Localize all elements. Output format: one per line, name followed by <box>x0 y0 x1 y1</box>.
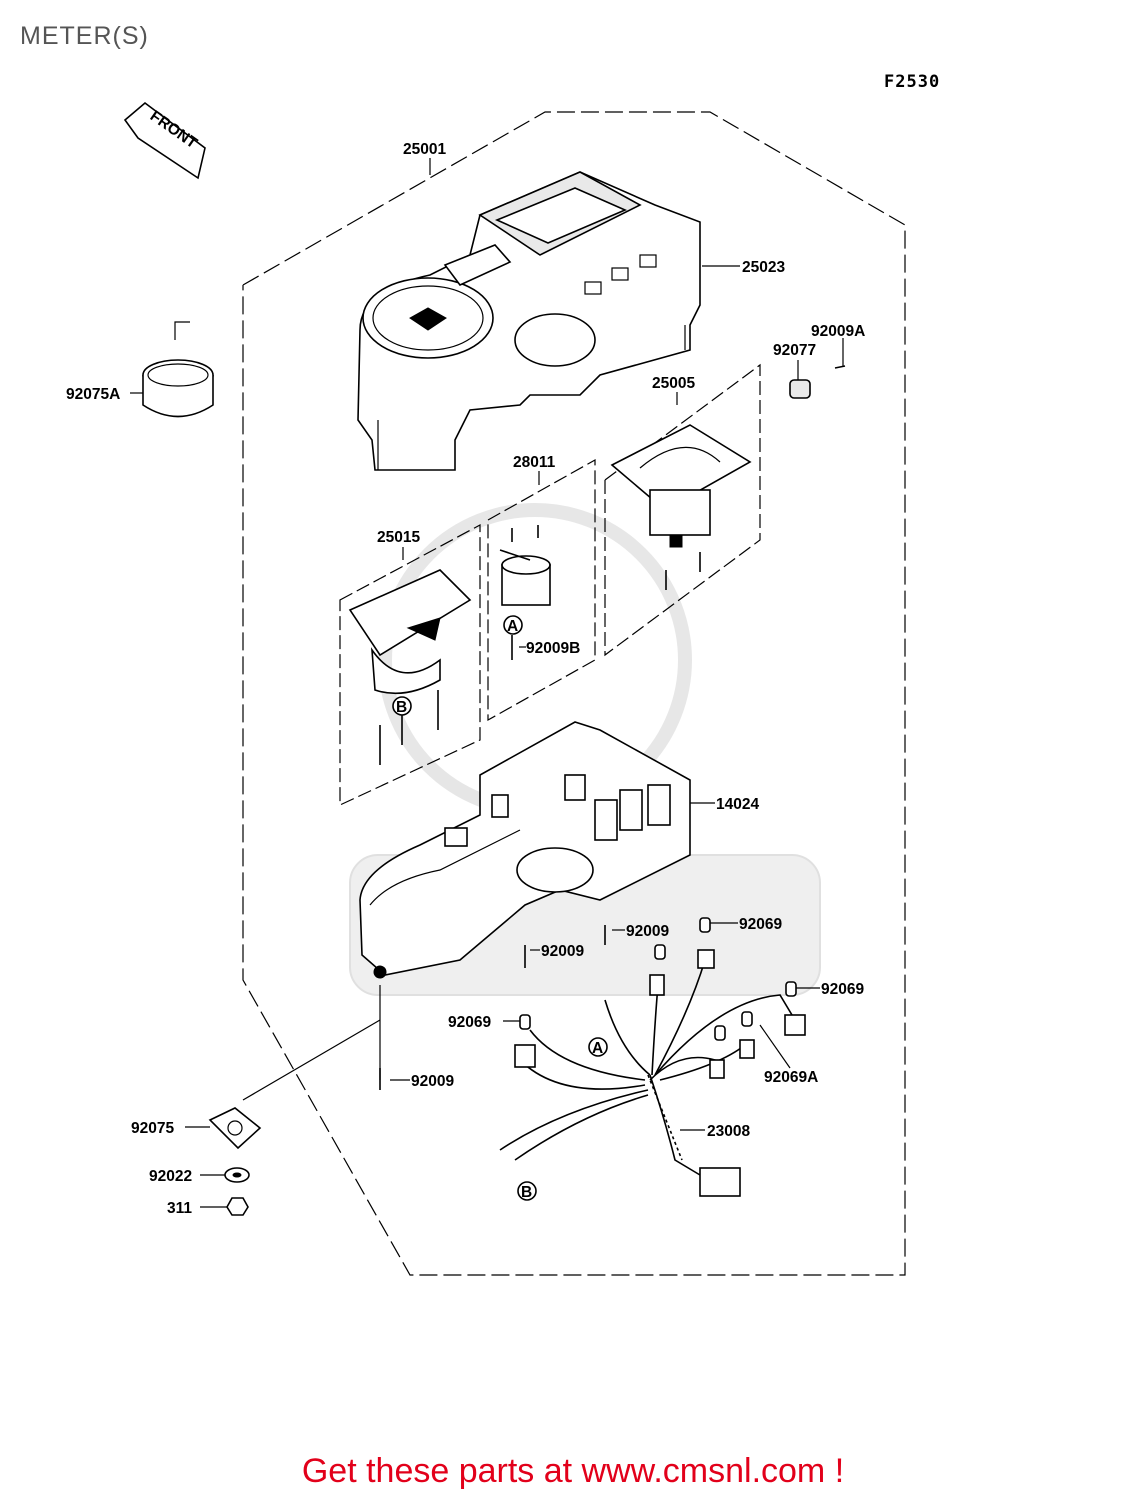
label-14024[interactable]: 14024 <box>716 796 759 813</box>
label-92069A[interactable]: 92069A <box>764 1069 818 1086</box>
svg-text:B: B <box>521 1184 532 1201</box>
part-92075-grommet <box>208 1019 381 1150</box>
label-92009-b[interactable]: 92009 <box>541 943 584 960</box>
meter-unit-25015 <box>339 523 481 806</box>
label-92009-c[interactable]: 92009 <box>411 1073 454 1090</box>
part-92009A-screw <box>834 338 846 369</box>
label-25015[interactable]: 25015 <box>377 529 420 546</box>
meter-case-14024 <box>359 721 691 979</box>
part-92075A-cup <box>142 321 214 418</box>
svg-text:A: A <box>592 1040 603 1057</box>
callout-A-upper: A <box>503 615 523 635</box>
callout-A-lower: A <box>588 1037 608 1057</box>
label-92069-c[interactable]: 92069 <box>448 1014 491 1031</box>
bulb-92069-set <box>519 917 797 1041</box>
footer-cmsnl-link[interactable]: Get these parts at www.cmsnl.com ! <box>301 1452 845 1490</box>
label-25023[interactable]: 25023 <box>742 259 785 276</box>
label-25001[interactable]: 25001 <box>403 141 446 158</box>
label-23008[interactable]: 23008 <box>707 1123 750 1140</box>
callout-B-upper: B <box>392 696 412 716</box>
label-25005[interactable]: 25005 <box>652 375 695 392</box>
meter-unit-25005 <box>604 363 761 657</box>
svg-text:B: B <box>396 699 407 716</box>
label-92022[interactable]: 92022 <box>149 1168 192 1185</box>
diagram-ref-code: F2530 <box>884 72 941 92</box>
svg-text:A: A <box>507 618 518 635</box>
part-92022-washer <box>224 1167 250 1183</box>
page-title: METER(S) <box>20 22 149 50</box>
leader-lines <box>130 158 820 1208</box>
part-311-nut <box>226 1197 249 1216</box>
wiring-harness-23008 <box>499 949 806 1197</box>
label-92009-a[interactable]: 92009 <box>626 923 669 940</box>
label-92069-a[interactable]: 92069 <box>739 916 782 933</box>
label-28011[interactable]: 28011 <box>513 454 556 471</box>
callout-B-lower: B <box>517 1181 537 1201</box>
front-arrow-icon: FRONT <box>123 101 206 180</box>
meter-cover-25023 <box>357 171 701 471</box>
label-92069-b[interactable]: 92069 <box>821 981 864 998</box>
part-92077 <box>789 360 811 399</box>
label-92075[interactable]: 92075 <box>131 1120 174 1137</box>
label-311[interactable]: 311 <box>167 1200 192 1217</box>
label-92009B[interactable]: 92009B <box>526 640 580 657</box>
assembly-outline <box>242 111 906 1276</box>
label-92077[interactable]: 92077 <box>773 342 816 359</box>
meter-unit-28011 <box>487 458 596 722</box>
label-92009A[interactable]: 92009A <box>811 323 865 340</box>
label-92075A[interactable]: 92075A <box>66 386 120 403</box>
